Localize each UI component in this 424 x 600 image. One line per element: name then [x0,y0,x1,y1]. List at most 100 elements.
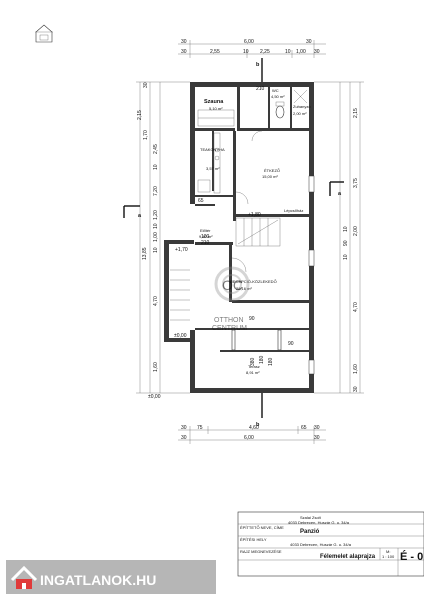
tb-designer-address: 4033 Debrecen, Huszár G. u. 34/a [288,520,350,525]
dim-left2-d: 10 [153,223,159,229]
title-block-frame [237,511,424,577]
dim-right-d: 10 [343,226,349,232]
tb-designer: Szalai Zsolt [300,515,322,520]
dim-left1-d: 4,70 [153,296,159,306]
level-plus170: +1,70 [175,247,188,253]
room-teakonyha-name: TEAKONYHA [200,147,225,152]
room-terasz-area: 8,91 m² [246,370,260,375]
opening-entry: 100 [201,234,210,240]
room-lepcsohaz-name: Lépcsőház [284,208,303,213]
dim-top2-f: 1,00 [296,49,306,55]
dim-bottom1-d: 65 [301,425,307,431]
dim-top2-d: 2,25 [260,49,270,55]
ingatlanok-banner [6,560,216,594]
dim-left2-b: 10 [153,164,159,170]
tb-sheet-label: RAJZ MEGNEVEZÉSE [240,549,282,554]
dim-right-i: 30 [353,386,359,392]
tb-project-address: 4033 Debrecen, Huszár G. u. 34/a [290,542,352,547]
tb-client-label: ÉPÍTTETŐ NEVE, CÍME [240,525,284,530]
room-eloter-area: 9,40 m² [199,234,213,239]
watermark-line2: CENTRUM [212,325,247,332]
watermark-letters: OC [222,277,243,293]
dim-right-c: 2,00 [353,226,359,236]
tb-scale: 1 : 100 [382,554,395,559]
dim-left2-a: 2,45 [153,144,159,154]
dim-right-b: 3,75 [353,178,359,188]
home-icon [35,24,53,43]
room-szauna-name: Szauna [204,99,224,105]
left-dimension-lines [136,81,190,394]
watermark-line1: OTTHON [214,317,244,324]
dim-top2-b: 2,55 [210,49,220,55]
room-recepcio-name: RECEPCIÓ-KÖZLEKEDŐ [230,279,277,284]
right-dimension-lines [314,81,364,394]
dim-top1-b: 6,00 [244,39,254,45]
dim-right-h: 1,60 [353,364,359,374]
room-eloter-name: Előtér [200,228,211,233]
opening-window-height: 180 [259,355,265,364]
level-plus180: +1,80 [248,212,261,218]
banner-brand: INGATLANOK.HU [40,572,156,588]
dim-top2-c: 10 [243,49,249,55]
dim-top1-c: 30 [306,39,312,45]
tb-project-label: ÉPÍTÉSI HELY [240,537,267,542]
room-etkezo-area: 15,00 m² [262,174,278,179]
dim-left2-e: 1,00 [153,232,159,242]
section-b-bottom-label: b [256,422,260,428]
room-wc-area: 4,50 m² [271,94,285,99]
top-dimension-lines [178,40,326,58]
dim-left2-c: 1,20 [153,210,159,220]
tb-scale-label: M: [386,549,390,554]
dim-left2-g: 1,70 [143,130,149,140]
building-walls [164,82,314,393]
dim-left2-f: 10 [153,247,159,253]
opening-small: 65 [198,198,204,204]
room-wc-name: WC [272,88,279,93]
room-szauna-area: 5,10 m² [209,106,223,111]
bottom-dimension-lines [178,426,326,444]
dim-bottom2-a: 30 [181,435,187,441]
dim-left2-h: 30 [143,82,149,88]
level-minus000: ±0,00 [148,394,161,400]
room-zuhanyzo-name: Zuhanyzó [293,104,311,109]
dim-top2-e: 10 [285,49,291,55]
dim-top1-a: 30 [181,39,187,45]
section-b-top-label: b [256,62,260,68]
room-teakonyha-area: 3,57 m² [206,166,220,171]
house-logo-icon [10,565,38,589]
dim-bottom1-b: 75 [197,425,203,431]
dim-bottom1-c: 4,60 [249,425,259,431]
opening-window: 90 [249,316,255,322]
step-180: 180 [268,357,274,366]
fixtures [170,89,315,375]
otthon-centrum-watermark [214,266,250,302]
dim-right-f: 10 [343,254,349,260]
room-terasz-name: Terasz [248,364,260,369]
section-a-left-label: a [138,213,142,219]
dim-bottom2-c: 30 [314,435,320,441]
dim-bottom2-b: 6,00 [244,435,254,441]
room-zuhanyzo-area: 2,00 m² [293,111,307,116]
dim-left1-c: 7,20 [153,186,159,196]
level-plus000: ±0,00 [174,333,187,339]
room-etkezo-name: ÉTKEZŐ [264,168,280,173]
dim-bottom1-a: 30 [181,425,187,431]
dim-top2-a: 30 [181,49,187,55]
dim-right-e: 90 [343,240,349,246]
room-recepcio-area: 28,16 m² [236,286,252,291]
opening-entry2: 210 [201,240,210,246]
tb-project: Panzió [300,529,320,535]
opening-door: 90 [288,341,294,347]
section-a-markers [123,181,344,218]
dim-top2-g: 30 [314,49,320,55]
dim-bottom1-e: 30 [314,425,320,431]
dim-left1-a: 2,15 [137,110,143,120]
step-380: 380 [250,357,256,366]
tb-sheet-title: Félemelet alaprajza [320,554,376,560]
opening-wc-door: 210 [256,86,265,92]
section-a-right-label: a [338,191,342,197]
tb-sheet-no: É - 0 [400,550,423,563]
dim-left1-b: 13,85 [142,247,148,260]
dim-left1-e: 1,60 [153,362,159,372]
